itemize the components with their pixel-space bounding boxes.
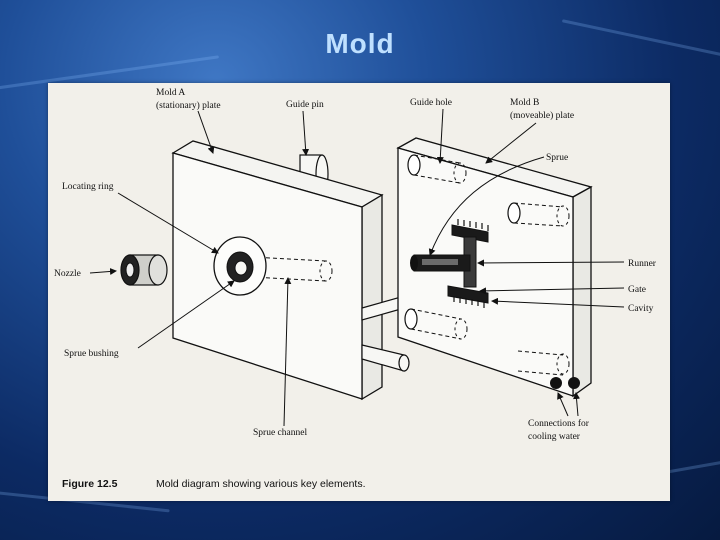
cavity-assembly bbox=[410, 219, 489, 308]
label-sprue: Sprue bbox=[546, 153, 568, 163]
label-locating-ring: Locating ring bbox=[62, 182, 114, 192]
label-guide-hole: Guide hole bbox=[410, 98, 452, 108]
label-guide-pin: Guide pin bbox=[286, 100, 324, 110]
guide-hole-upper-left bbox=[407, 154, 467, 184]
locating-ring bbox=[213, 236, 267, 296]
label-mold-b-line2: (moveable) plate bbox=[510, 110, 574, 121]
label-runner: Runner bbox=[628, 259, 657, 269]
label-cooling-line2: cooling water bbox=[528, 432, 581, 442]
mold-a-plate bbox=[171, 140, 421, 401]
guide-hole-lower-right bbox=[517, 350, 570, 376]
guide-hole-upper-right bbox=[507, 202, 570, 227]
guide-hole-lower-left bbox=[404, 308, 468, 340]
label-mold-b-line1: Mold B bbox=[510, 98, 539, 108]
figure-caption-text: Mold diagram showing various key element… bbox=[156, 478, 366, 490]
label-mold-a-line2: (stationary) plate bbox=[156, 100, 221, 111]
cooling-water-connections bbox=[550, 377, 580, 389]
label-cavity: Cavity bbox=[628, 304, 654, 314]
label-sprue-channel: Sprue channel bbox=[253, 428, 307, 438]
leader-lines bbox=[89, 108, 625, 427]
label-sprue-bushing: Sprue bushing bbox=[64, 349, 119, 359]
label-gate: Gate bbox=[628, 285, 646, 295]
label-cooling-line1: Connections for bbox=[528, 418, 590, 429]
slide-title: Mold bbox=[325, 28, 395, 59]
runner bbox=[410, 254, 471, 272]
label-nozzle: Nozzle bbox=[54, 269, 81, 279]
mold-diagram-figure: Mold A (stationary) plate Guide pin Guid… bbox=[48, 83, 670, 501]
label-mold-a-line1: Mold A bbox=[156, 88, 185, 98]
figure-caption-number: Figure 12.5 bbox=[62, 478, 118, 490]
mold-diagram: Mold A (stationary) plate Guide pin Guid… bbox=[54, 88, 657, 490]
mold-b-plate bbox=[396, 137, 593, 398]
nozzle bbox=[120, 254, 168, 286]
